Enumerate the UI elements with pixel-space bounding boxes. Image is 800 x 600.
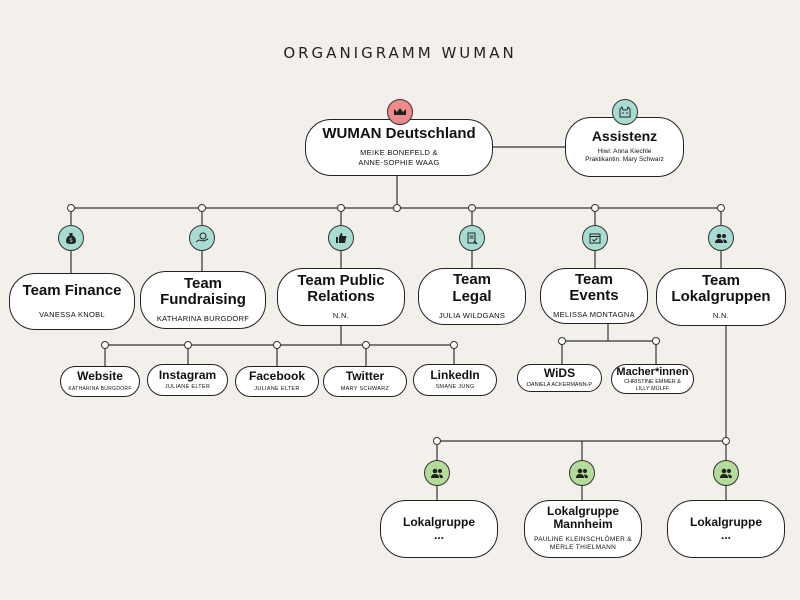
node-title: Twitter — [345, 369, 385, 384]
group-icon — [708, 225, 734, 251]
node-twitter: Twitter MARY SCHWARZ — [323, 366, 407, 397]
junction-dot — [450, 341, 458, 349]
node-linkedin: LinkedIn SMANE JUNG — [413, 364, 497, 396]
node-subtitle: Hiwi: Anna Kiechle Praktikantin: Mary Sc… — [585, 147, 664, 164]
node-subtitle: N.N. — [332, 311, 350, 321]
node-title: WUMAN Deutschland — [322, 125, 476, 143]
junction-dot — [362, 341, 370, 349]
node-assistenz: Assistenz Hiwi: Anna Kiechle Praktikanti… — [565, 117, 684, 177]
group-icon — [713, 460, 739, 486]
node-team-events: Team Events MELISSA MONTAGNA — [540, 268, 648, 324]
node-title: Team Lokalgruppen — [671, 271, 771, 306]
node-subtitle: JULIA WILDGANS — [438, 310, 506, 320]
node-wuman-deutschland: WUMAN Deutschland MEIKE BONEFELD & ANNE-… — [305, 119, 493, 176]
node-title: Lokalgruppe Mannheim — [546, 503, 619, 532]
legal-document-icon — [459, 225, 485, 251]
node-title: Lokalgruppe ... — [402, 514, 475, 542]
junction-dot — [184, 341, 192, 349]
node-macher-innen: Macher*innen CHRISTINE EMMER & LILLY MÜL… — [611, 364, 694, 394]
node-facebook: Facebook JULIANE ELTER — [235, 366, 319, 397]
group-icon — [424, 460, 450, 486]
node-subtitle: JULIANE ELTER — [164, 384, 211, 390]
node-subtitle: KATHARINA BURGDORF — [68, 385, 132, 392]
junction-dot — [433, 437, 441, 445]
node-title: Team Fundraising — [160, 274, 246, 309]
node-instagram: Instagram JULIANE ELTER — [147, 364, 228, 396]
node-title: Instagram — [158, 367, 217, 382]
crown-icon — [387, 99, 413, 125]
node-subtitle: VANESSA KNOBL — [39, 309, 105, 319]
calendar-check-icon — [582, 225, 608, 251]
junction-dot — [393, 204, 401, 212]
node-team-finance: Team Finance VANESSA KNOBL — [9, 273, 135, 330]
node-title: WiDS — [543, 365, 576, 380]
node-subtitle: SMANE JUNG — [435, 384, 475, 390]
node-subtitle: MELISSA MONTAGNA — [553, 310, 635, 320]
junction-dot — [337, 204, 345, 212]
group-icon — [569, 460, 595, 486]
junction-dot — [468, 204, 476, 212]
node-subtitle: MEIKE BONEFELD & ANNE-SOPHIE WAAG — [358, 148, 440, 168]
junction-dot — [101, 341, 109, 349]
junction-dot — [591, 204, 599, 212]
node-title: Macher*innen — [616, 365, 689, 378]
money-bag-icon: $ — [58, 225, 84, 251]
junction-dot — [273, 341, 281, 349]
node-website: Website KATHARINA BURGDORF — [60, 366, 140, 397]
node-subtitle: JULIANE ELTER — [254, 385, 300, 392]
thumbs-up-icon — [328, 225, 354, 251]
node-team-public-relations: Team Public Relations N.N. — [277, 268, 405, 326]
node-subtitle: MARY SCHWARZ — [340, 385, 390, 392]
junction-dot — [722, 437, 730, 445]
node-subtitle: KATHARINA BURGDORF — [156, 314, 250, 324]
node-subtitle: N.N. — [712, 311, 730, 321]
node-title: Facebook — [248, 369, 305, 384]
node-team-fundraising: Team Fundraising KATHARINA BURGDORF — [140, 271, 266, 329]
node-title: LinkedIn — [430, 367, 480, 382]
node-team-legal: Team Legal JULIA WILDGANS — [418, 268, 526, 325]
node-subtitle: DANIELA ACKERMANN-P — [526, 382, 593, 388]
diagram-title: ORGANIGRAMM WUMAN — [283, 44, 517, 62]
node-subtitle: CHRISTINE EMMER & LILLY MÜLFF — [624, 379, 681, 392]
node-title: Assistenz — [591, 127, 658, 144]
node-title: Website — [77, 369, 123, 384]
node-title: Team Finance — [22, 282, 122, 300]
donation-hand-icon — [189, 225, 215, 251]
node-lokalgruppe-3: Lokalgruppe ... — [667, 500, 785, 558]
node-title: Team Public Relations — [297, 271, 385, 306]
junction-dot — [558, 337, 566, 345]
junction-dot — [67, 204, 75, 212]
node-title: Team Legal — [452, 271, 492, 305]
node-lokalgruppe-mannheim: Lokalgruppe Mannheim PAULINE KLEINSCHLÖM… — [524, 500, 642, 558]
node-title: Lokalgruppe ... — [689, 514, 762, 542]
node-wids: WiDS DANIELA ACKERMANN-P — [517, 364, 602, 392]
node-team-lokalgruppen: Team Lokalgruppen N.N. — [656, 268, 786, 326]
node-lokalgruppe-1: Lokalgruppe ... — [380, 500, 498, 558]
node-title: Team Events — [569, 270, 619, 305]
junction-dot — [717, 204, 725, 212]
junction-dot — [198, 204, 206, 212]
svg-text:$: $ — [69, 237, 73, 244]
junction-dot — [652, 337, 660, 345]
cat-icon — [612, 99, 638, 125]
node-subtitle: PAULINE KLEINSCHLÖMER & MERLE THIELMANN — [534, 535, 632, 552]
